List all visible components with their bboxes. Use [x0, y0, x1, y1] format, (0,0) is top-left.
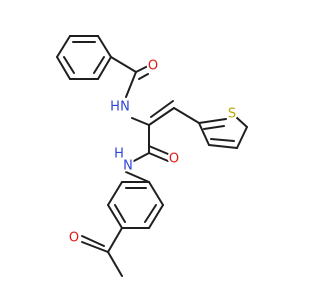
- bond: [97, 56, 112, 80]
- bond: [131, 117, 150, 126]
- bond: [81, 235, 105, 247]
- bond: [110, 56, 137, 73]
- oxygen-atom-amide: O: [169, 152, 179, 167]
- bond: [125, 71, 137, 98]
- bond: [148, 181, 164, 206]
- nitrogen-atom-anilide: N: [123, 159, 133, 174]
- bond: [147, 64, 151, 67]
- oxygen-atom-acetyl: O: [69, 231, 79, 246]
- bond: [148, 107, 175, 126]
- bond: [173, 107, 200, 124]
- bond: [210, 138, 235, 142]
- bond: [107, 227, 123, 253]
- bond: [56, 35, 71, 58]
- anilide-ring: [107, 181, 164, 229]
- structure-diagram: O N H S O N H O: [56, 35, 248, 277]
- hydrogen-atom-anilide: H: [114, 147, 124, 162]
- bond: [125, 171, 150, 183]
- bond: [148, 145, 169, 155]
- bond: [236, 126, 248, 149]
- bond: [208, 144, 238, 149]
- nitrogen-atom-top: N: [120, 100, 130, 115]
- bond: [198, 122, 210, 146]
- bond: [203, 125, 225, 130]
- bond: [148, 152, 169, 162]
- bond: [107, 204, 123, 229]
- bond: [144, 204, 157, 223]
- bond: [107, 251, 123, 277]
- bond: [150, 100, 174, 118]
- bond: [56, 56, 71, 80]
- bond: [81, 241, 109, 253]
- thiophene-ring: [198, 116, 248, 149]
- bond: [138, 73, 149, 80]
- bond: [131, 152, 150, 163]
- bond: [198, 118, 227, 124]
- bond: [135, 65, 149, 73]
- hydrogen-atom-top: H: [110, 100, 120, 115]
- bond: [63, 56, 75, 74]
- benzoyl-ring: [56, 35, 112, 80]
- sulfur-atom-thiophene: S: [228, 107, 236, 122]
- bond: [235, 116, 248, 128]
- bond: [107, 181, 123, 206]
- oxygen-atom-benzoyl: O: [148, 59, 158, 74]
- bond: [114, 204, 126, 223]
- bond: [97, 35, 112, 58]
- bond: [93, 56, 105, 74]
- molecule-canvas: O N H S O N H O: [56, 35, 248, 277]
- bond: [148, 204, 164, 229]
